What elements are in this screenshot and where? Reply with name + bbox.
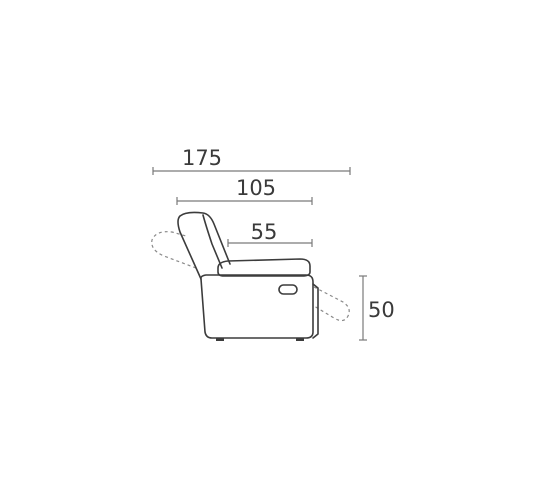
footrest-panel-outline [312, 283, 319, 339]
dimension-seat-height: 50 [359, 275, 395, 341]
dimension-total-width: 175 [152, 146, 351, 175]
recline-lever-icon [278, 284, 298, 295]
front-foot [296, 338, 304, 341]
back-foot [216, 338, 224, 341]
label-total-width: 175 [182, 146, 222, 170]
seat-cushion-outline [217, 258, 311, 277]
backrest-cushion-line [202, 214, 223, 269]
label-depth: 105 [236, 176, 276, 200]
chair-base-outline [200, 274, 314, 339]
dimension-seat-depth: 55 [227, 220, 313, 247]
label-seat-depth: 55 [251, 220, 278, 244]
label-seat-height: 50 [368, 298, 395, 322]
recliner-side-profile [177, 211, 319, 341]
extended-footrest-outline [313, 286, 350, 322]
dimension-depth: 105 [176, 176, 313, 205]
reclined-backrest-outline [151, 231, 197, 269]
backrest-outline [177, 211, 231, 280]
